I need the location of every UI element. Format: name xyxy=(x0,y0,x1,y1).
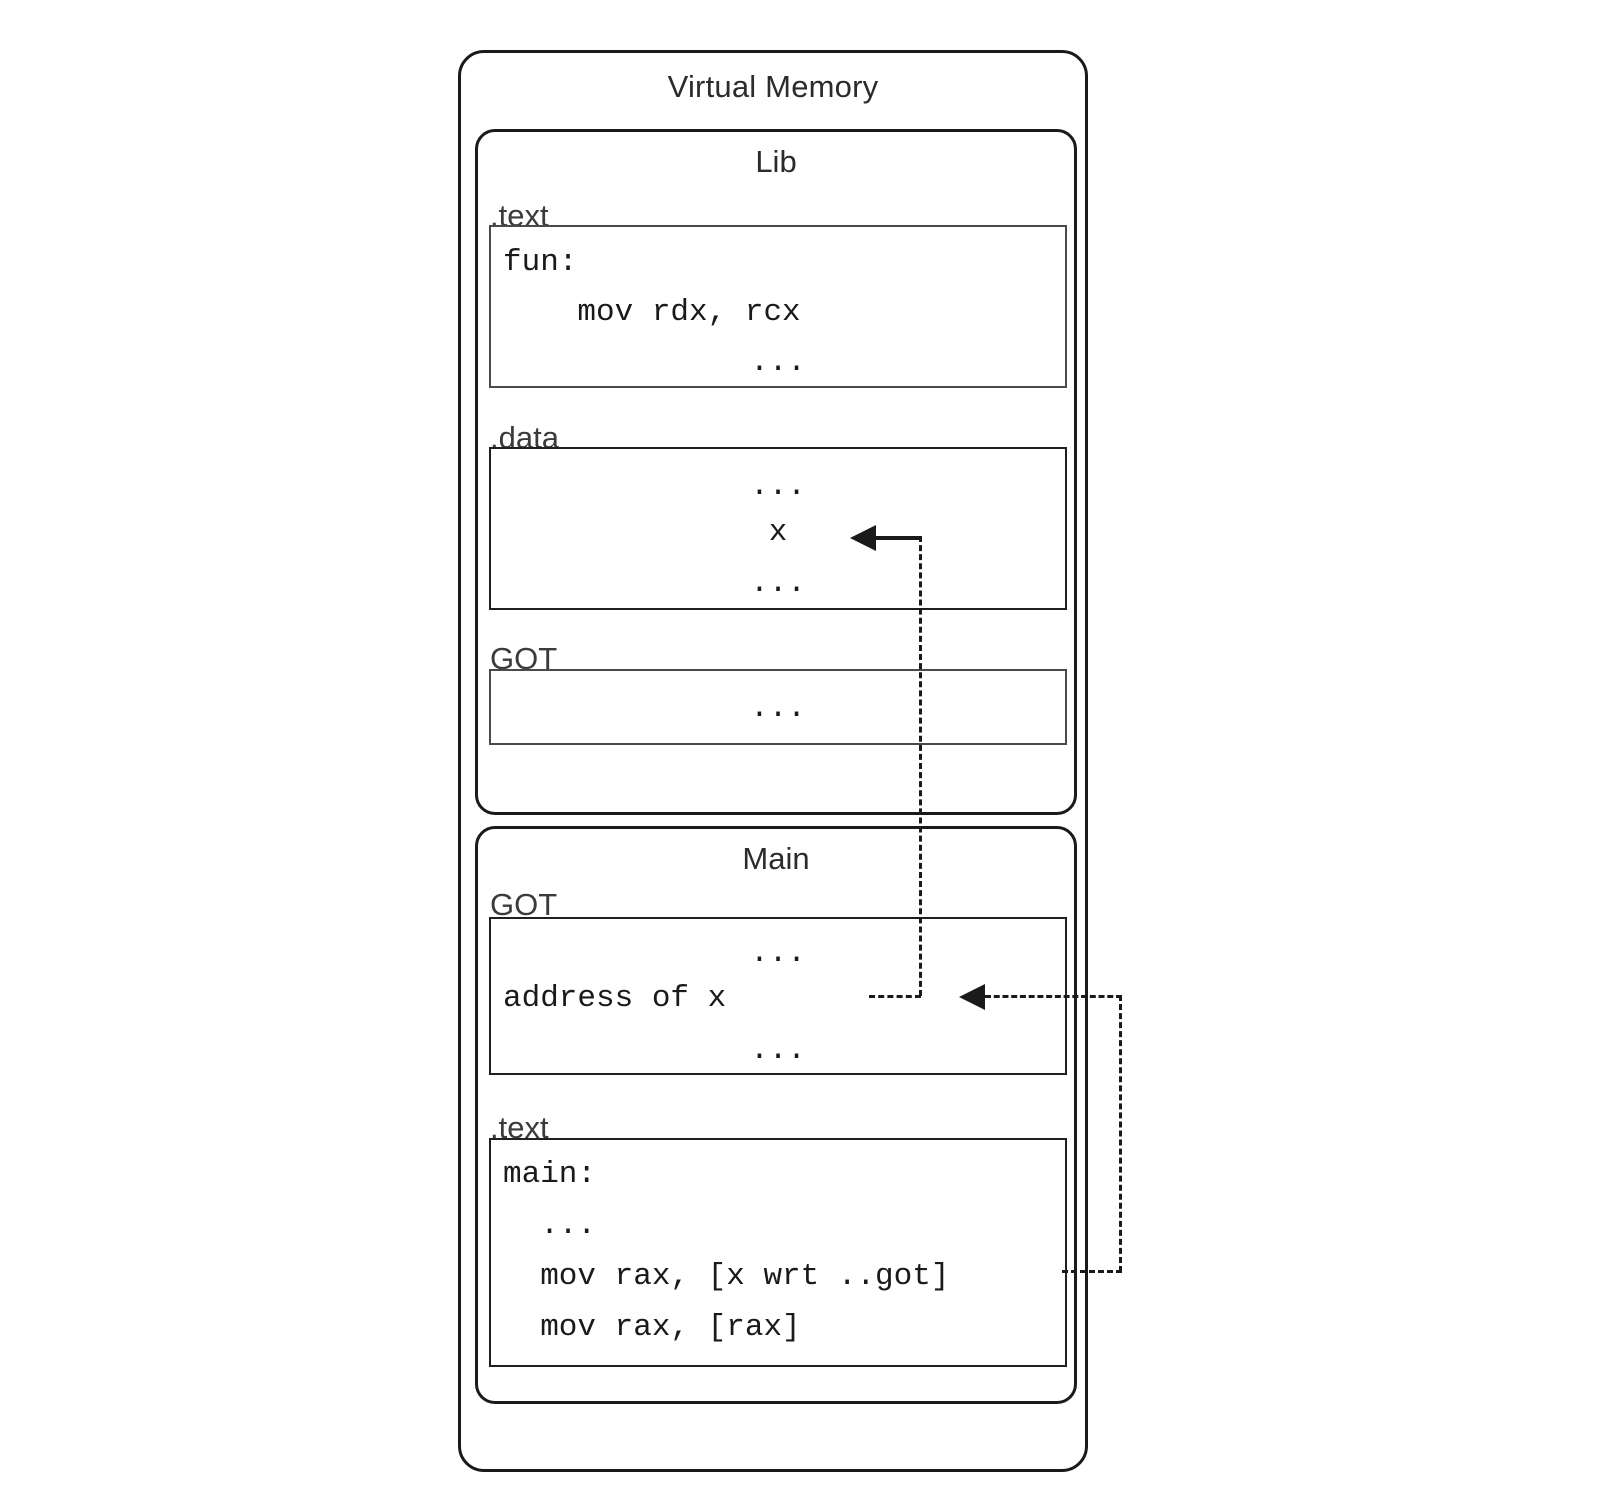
main-text-line-3: mov rax, [rax] xyxy=(503,1310,801,1345)
main-got-entry-address-of-x: address of x xyxy=(503,981,727,1016)
main-got-line-2: ... xyxy=(750,1033,806,1068)
lib-got-box: ... xyxy=(489,669,1067,745)
arrowhead-to-got-entry xyxy=(959,984,985,1010)
main-got-section-label: GOT xyxy=(490,887,558,922)
virtual-memory-container: Virtual Memory Lib .text fun: mov rdx, r… xyxy=(458,50,1088,1472)
connector-got-to-x-stub xyxy=(869,995,921,998)
lib-data-box: ... x ... xyxy=(489,447,1067,610)
lib-data-line-0: ... xyxy=(750,469,806,504)
main-text-line-0: main: xyxy=(503,1157,597,1192)
lib-text-line-0: fun: xyxy=(503,245,578,280)
arrow-tail-to-x xyxy=(876,536,920,540)
lib-module-title: Lib xyxy=(755,144,797,179)
main-text-code-box: main: ... mov rax, [x wrt ..got] mov rax… xyxy=(489,1138,1067,1367)
main-text-line-1: ... xyxy=(503,1208,597,1243)
main-text-section-label: .text xyxy=(490,1110,549,1145)
lib-data-line-2: ... xyxy=(750,566,806,601)
main-module-title: Main xyxy=(742,841,810,876)
main-module: Main GOT ... address of x ... .text main… xyxy=(475,826,1077,1404)
lib-text-line-2: ... xyxy=(750,345,806,380)
virtual-memory-title: Virtual Memory xyxy=(667,69,879,104)
main-text-line-2: mov rax, [x wrt ..got] xyxy=(503,1259,950,1294)
arrowhead-to-x xyxy=(850,525,876,551)
connector-got-to-x-vertical xyxy=(919,536,922,996)
lib-module: Lib .text fun: mov rdx, rcx ... .data ..… xyxy=(475,129,1077,815)
main-got-line-0: ... xyxy=(750,936,806,971)
connector-code-to-got-vertical xyxy=(1119,995,1122,1272)
connector-code-to-got-bottom xyxy=(1062,1270,1122,1273)
lib-data-symbol-x: x xyxy=(768,515,788,550)
lib-text-line-1: mov rdx, rcx xyxy=(503,295,801,330)
lib-got-line-0: ... xyxy=(750,691,806,726)
lib-got-section-label: GOT xyxy=(490,641,558,676)
lib-text-code-box: fun: mov rdx, rcx ... xyxy=(489,225,1067,388)
connector-code-to-got-top xyxy=(985,995,1122,998)
